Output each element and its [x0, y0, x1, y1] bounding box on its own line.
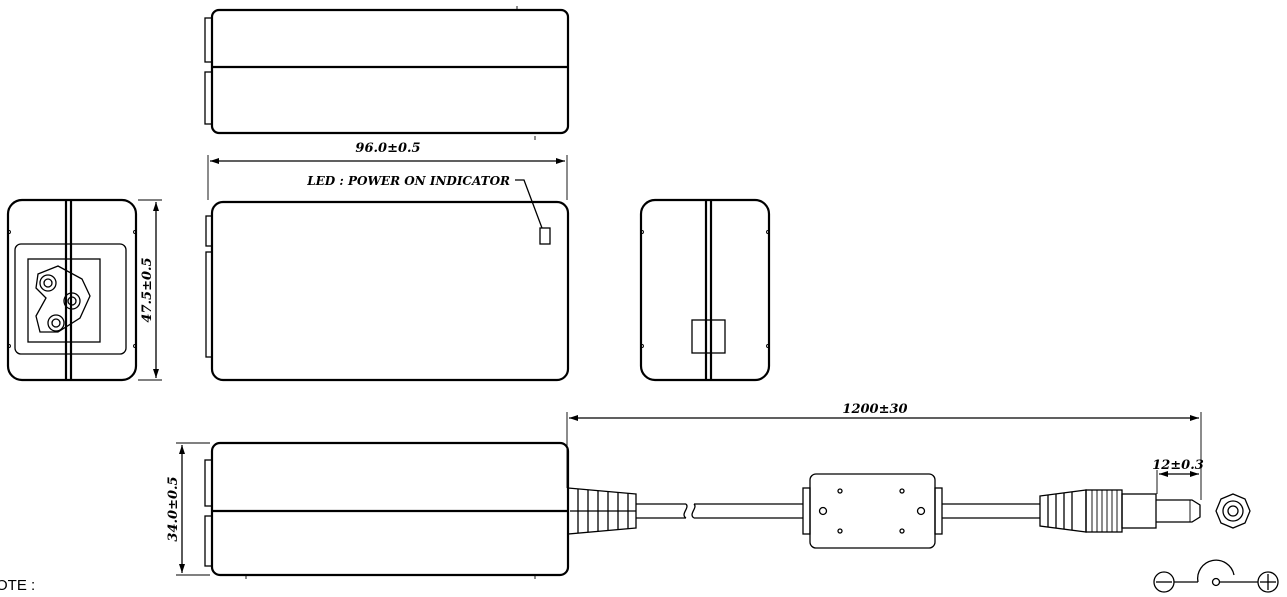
led-label: LED : POWER ON INDICATOR — [306, 174, 510, 188]
plug-length-dimension: 12±0.3 — [1152, 458, 1204, 473]
ferrite-core — [802, 473, 943, 549]
polarity-symbol — [1153, 559, 1279, 593]
note-label: OTE : — [0, 577, 35, 594]
inlet-side-view: 47.5±0.5 — [6, 198, 162, 382]
c6-socket-outline — [35, 265, 91, 333]
front-view: 96.0±0.5 LED : POWER ON INDICATOR — [205, 141, 570, 382]
cable-exit — [691, 319, 726, 354]
dc-plug — [1039, 489, 1201, 533]
plug-end-view — [1215, 493, 1251, 529]
cable-side-view — [639, 198, 771, 382]
strain-relief — [567, 487, 637, 535]
length-dimension: 96.0±0.5 — [355, 141, 420, 156]
cable-length-dimension: 1200±30 — [842, 402, 907, 417]
height-dimension: 34.0±0.5 — [166, 476, 181, 541]
side-view-with-cable: 34.0±0.5 — [166, 402, 1279, 593]
top-view — [204, 6, 570, 140]
led-indicator — [539, 227, 551, 245]
width-dimension: 47.5±0.5 — [140, 257, 155, 322]
